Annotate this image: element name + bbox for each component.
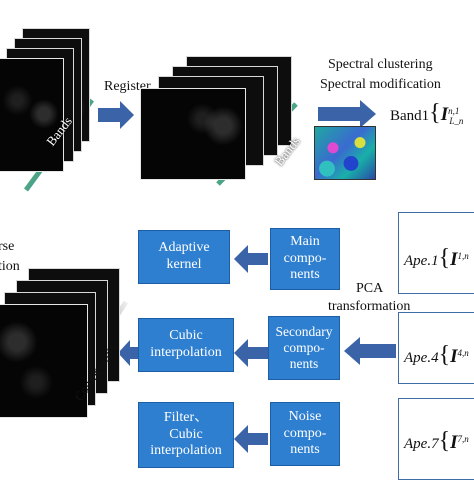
arrow-noise-to-filter (234, 425, 268, 453)
band1-sub: L_n (449, 116, 464, 126)
ape-label-1: Ape.1 (404, 253, 439, 269)
secondary-components-box: Secondary compo- nents (268, 316, 340, 380)
register-arrow (98, 101, 134, 129)
ape-label-4: Ape.4 (404, 350, 439, 366)
noise-components-box: Noise compo- nents (270, 402, 340, 466)
ape-formula-1: Ape.1{I1,n (404, 245, 469, 271)
ape-formula-4: Ape.4{I4,n (404, 342, 469, 368)
spectral-cluster-map (314, 126, 376, 180)
partial-label-2: tion (0, 259, 20, 274)
pca-label: PCA (356, 281, 384, 296)
ape-box-4 (398, 312, 474, 384)
ape-sup-4: 4,n (457, 348, 469, 358)
band1-label: Band1 (390, 108, 430, 124)
spectral-modification-label: Spectral modification (320, 77, 441, 92)
partial-label-1: rse (0, 239, 15, 254)
adaptive-kernel-box: Adaptive kernel (138, 230, 230, 284)
arrow-main-to-adaptive (234, 245, 268, 273)
spectral-clustering-label: Spectral clustering (328, 57, 433, 72)
band1-sup: n,1 (448, 106, 460, 116)
band1-formula: Band1{In,1L_n (390, 100, 464, 126)
ape-formula-7: Ape.7{I7,n (404, 428, 469, 454)
ape-sup-1: 1,n (457, 251, 469, 261)
register-label: Register (104, 79, 151, 94)
ape-box-1 (398, 212, 474, 294)
cubic-interpolation-box: Cubic interpolation (138, 318, 234, 372)
ape-sup-7: 7,n (457, 434, 469, 444)
pca-arrow (344, 337, 396, 365)
arrow-cubic-to-output (118, 340, 138, 366)
main-components-box: Main compo- nents (270, 228, 340, 290)
spectral-arrow (318, 100, 376, 128)
filter-cubic-box: Filter、 Cubic interpolation (138, 402, 234, 468)
pca-transformation-label: transformation (328, 299, 411, 314)
ape-label-7: Ape.7 (404, 436, 439, 452)
arrow-secondary-to-cubic (234, 339, 268, 367)
